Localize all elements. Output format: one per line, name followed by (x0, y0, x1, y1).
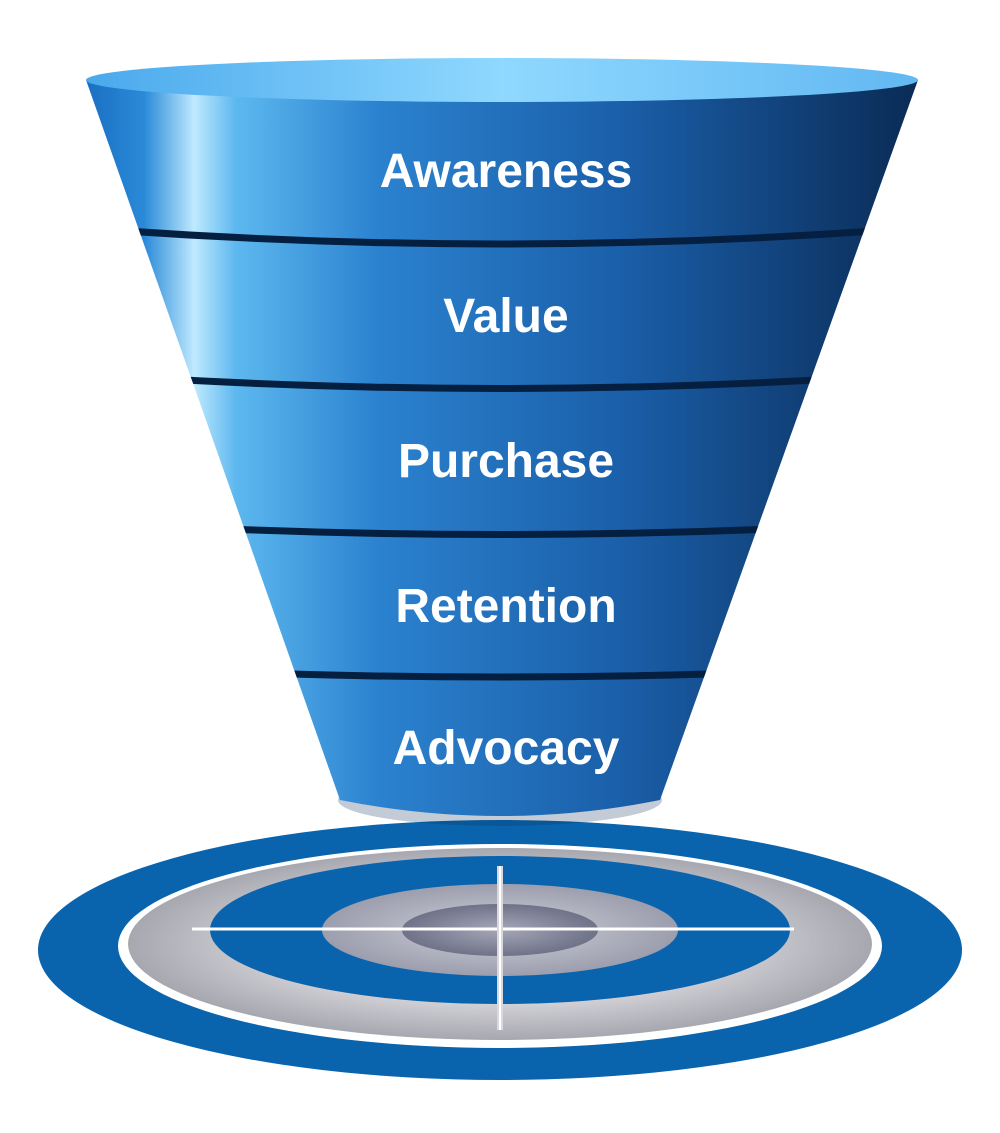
stage-label-retention: Retention (395, 580, 616, 633)
funnel-top-rim (86, 58, 918, 102)
stage-label-purchase: Purchase (398, 435, 614, 488)
funnel-stages: Awareness Value Purchase Retention Advoc… (380, 145, 633, 775)
funnel-body (86, 80, 918, 816)
funnel: Awareness Value Purchase Retention Advoc… (86, 58, 918, 826)
stage-label-awareness: Awareness (380, 145, 633, 198)
stage-label-advocacy: Advocacy (393, 722, 620, 775)
stage-label-value: Value (443, 290, 568, 343)
target-base (38, 820, 962, 1080)
target-crosshair (192, 866, 794, 1030)
